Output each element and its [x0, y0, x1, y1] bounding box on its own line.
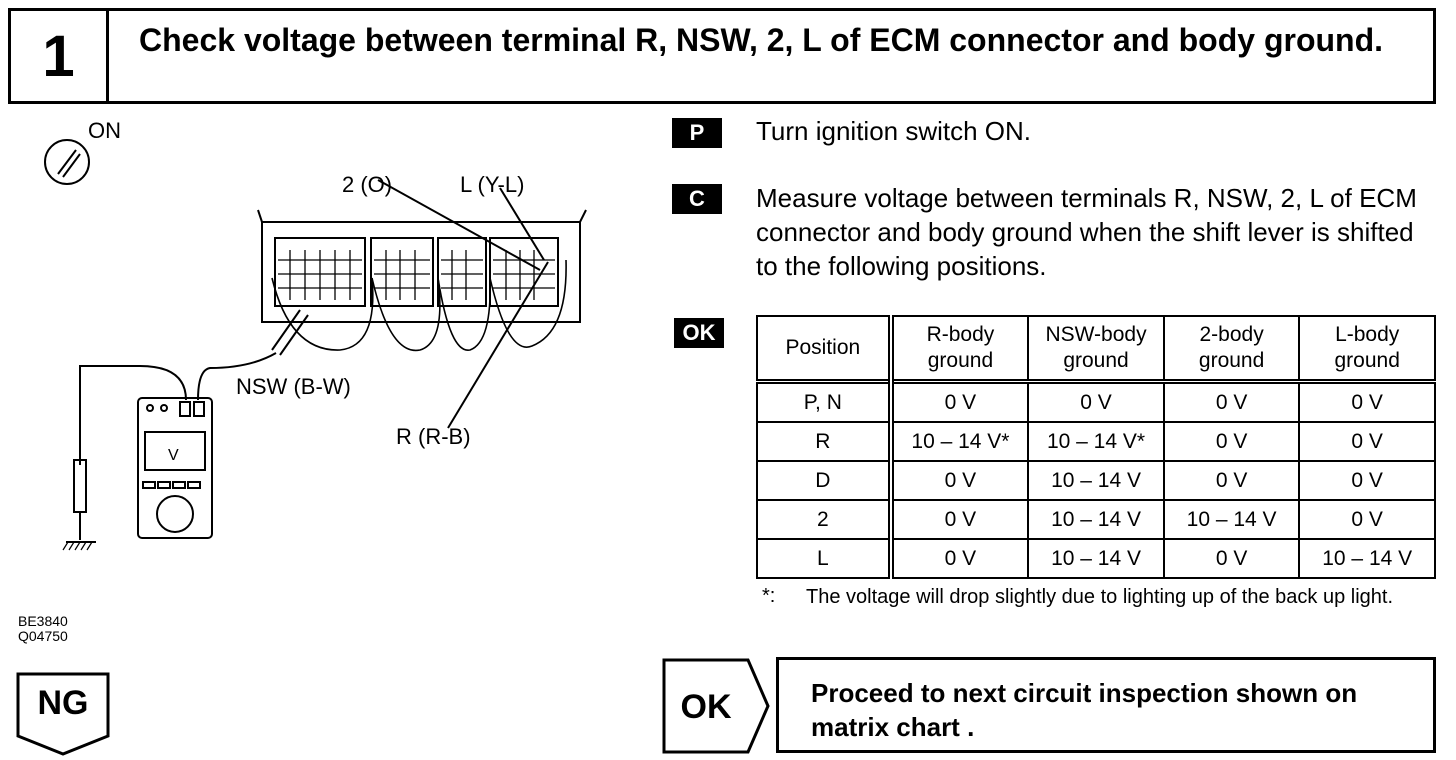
- meter-label: V: [168, 447, 179, 464]
- terminal-r-label: R (R-B): [396, 424, 471, 449]
- table-cell: 10 – 14 V: [1298, 538, 1436, 579]
- table-row: L 0 V 10 – 14 V 0 V 10 – 14 V: [756, 538, 1436, 579]
- ignition-on-label: ON: [88, 118, 121, 143]
- table-cell: 0 V: [1298, 460, 1436, 501]
- voltage-note: The voltage will drop slightly due to li…: [806, 586, 1394, 608]
- table-cell: 0 V: [1298, 499, 1436, 540]
- table-cell: 0 V: [889, 380, 1030, 423]
- connector-blocks: [274, 237, 559, 307]
- table-cell: 0 V: [889, 499, 1030, 540]
- table-row: P, N 0 V 0 V 0 V 0 V: [756, 380, 1436, 423]
- ok-label: OK: [681, 688, 732, 726]
- ok-result-text: Proceed to next circuit inspection shown…: [811, 678, 1358, 742]
- header-r: R-body ground: [889, 315, 1030, 384]
- table-cell: 10 – 14 V: [1027, 460, 1165, 501]
- header-position: Position: [756, 315, 894, 384]
- ng-label: NG: [38, 684, 89, 722]
- figure-id-1: BE3840: [18, 613, 68, 629]
- figure-id-2: Q04750: [18, 628, 68, 644]
- badge-c: C: [672, 184, 722, 214]
- ok-result-marker: OK: [662, 658, 770, 754]
- instruction-p: Turn ignition switch ON.: [756, 116, 1032, 146]
- table-cell: 0 V: [1298, 421, 1436, 462]
- badge-ok: OK: [674, 318, 724, 348]
- step-number: 1: [11, 11, 109, 101]
- terminal-nsw-label: NSW (B-W): [236, 374, 351, 399]
- terminal-l-label: L (Y-L): [460, 172, 524, 197]
- table-cell: 0 V: [889, 538, 1030, 579]
- badge-p: P: [672, 118, 722, 148]
- voltmeter-icon: [137, 397, 213, 539]
- figure-id: BE3840 Q04750: [18, 614, 68, 644]
- ng-result-marker: NG: [16, 672, 110, 756]
- ecm-connector-diagram: ON: [44, 118, 587, 551]
- table-cell: 10 – 14 V: [1162, 499, 1301, 540]
- table-cell: 0 V: [889, 460, 1030, 501]
- table-cell: 10 – 14 V: [1027, 538, 1165, 579]
- instruction-c: Measure voltage between terminals R, NSW…: [756, 183, 1417, 281]
- step-header: 1 Check voltage between terminal R, NSW,…: [8, 8, 1436, 104]
- header-l: L-body ground: [1298, 315, 1436, 384]
- table-cell: L: [756, 538, 894, 579]
- table-cell: D: [756, 460, 894, 501]
- table-cell: 0 V: [1162, 460, 1301, 501]
- terminal-2-label: 2 (O): [342, 172, 392, 197]
- table-row: 2 0 V 10 – 14 V 10 – 14 V 0 V: [756, 499, 1436, 540]
- header-2: 2-body ground: [1162, 315, 1301, 384]
- table-cell: 0 V: [1027, 380, 1165, 423]
- table-header-row: Position R-body ground NSW-body ground 2…: [756, 315, 1436, 384]
- table-cell: 0 V: [1162, 421, 1301, 462]
- table-cell: 0 V: [1162, 380, 1301, 423]
- table-cell: P, N: [756, 380, 894, 423]
- header-nsw: NSW-body ground: [1027, 315, 1165, 384]
- voltage-spec-table: Position R-body ground NSW-body ground 2…: [756, 315, 1436, 579]
- ok-result-box: Proceed to next circuit inspection shown…: [776, 657, 1436, 753]
- ignition-key-icon: [44, 139, 90, 185]
- table-cell: 0 V: [1162, 538, 1301, 579]
- table-cell: 10 – 14 V*: [1027, 421, 1165, 462]
- table-cell: 0 V: [1298, 380, 1436, 423]
- table-cell: 2: [756, 499, 894, 540]
- table-cell: 10 – 14 V: [1027, 499, 1165, 540]
- step-title: Check voltage between terminal R, NSW, 2…: [139, 22, 1384, 58]
- table-cell: R: [756, 421, 894, 462]
- table-row: D 0 V 10 – 14 V 0 V 0 V: [756, 460, 1436, 501]
- table-cell: 10 – 14 V*: [889, 421, 1030, 462]
- table-row: R 10 – 14 V* 10 – 14 V* 0 V 0 V: [756, 421, 1436, 462]
- note-mark: *:: [762, 585, 776, 607]
